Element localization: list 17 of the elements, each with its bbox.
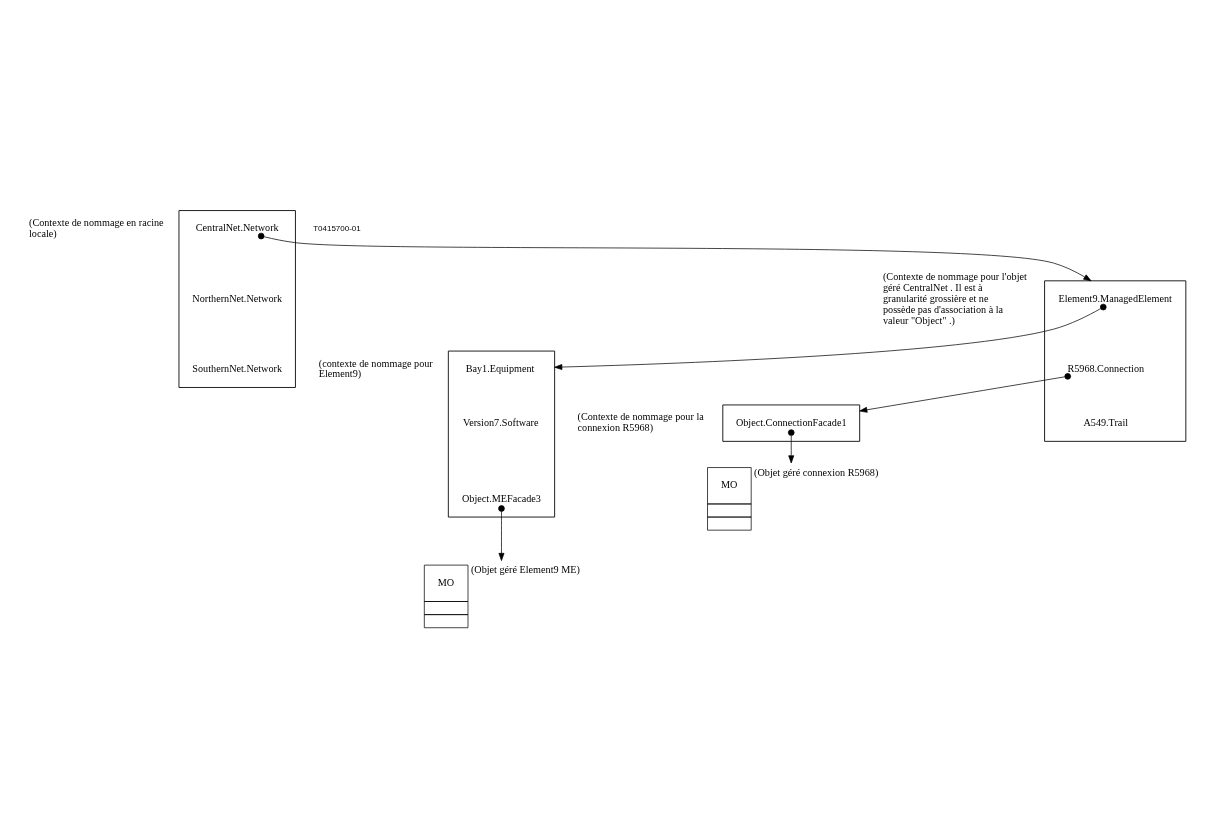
label: T0415700-01 [313,223,361,233]
node-text: A549.Trail [1083,416,1129,428]
node-label: (Contexte de nommage pour l'objet géré CentralNet . Il est à granularité grossière et ne possède pas d'association à la valeur "Object" .) [882,270,1027,326]
node-label: (contexte de nommage pour Element9) [318,357,433,380]
node-text: Object.MEFacade3 [462,492,541,504]
node-text: NorthernNet.Network [192,292,283,304]
node-text: Bay1.Equipment [465,362,535,374]
node-text: R5968.Connection [1067,362,1145,374]
node-text: Object.ConnectionFacade1 [735,416,847,428]
node-label: (Objet géré Element9 ME) [470,564,580,576]
node-text: CentralNet.Network [195,222,279,234]
node-text: SouthernNet.Network [192,362,283,374]
node-label: (Objet géré connexion R5968) [754,466,879,478]
node-text: Version7.Software [462,416,539,428]
node-label: (Contexte de nommage en racine locale) [29,216,164,239]
node-label: (Contexte de nommage pour la connexion R5968) [577,411,704,434]
node-text: Element9.ManagedElement [1058,292,1172,304]
